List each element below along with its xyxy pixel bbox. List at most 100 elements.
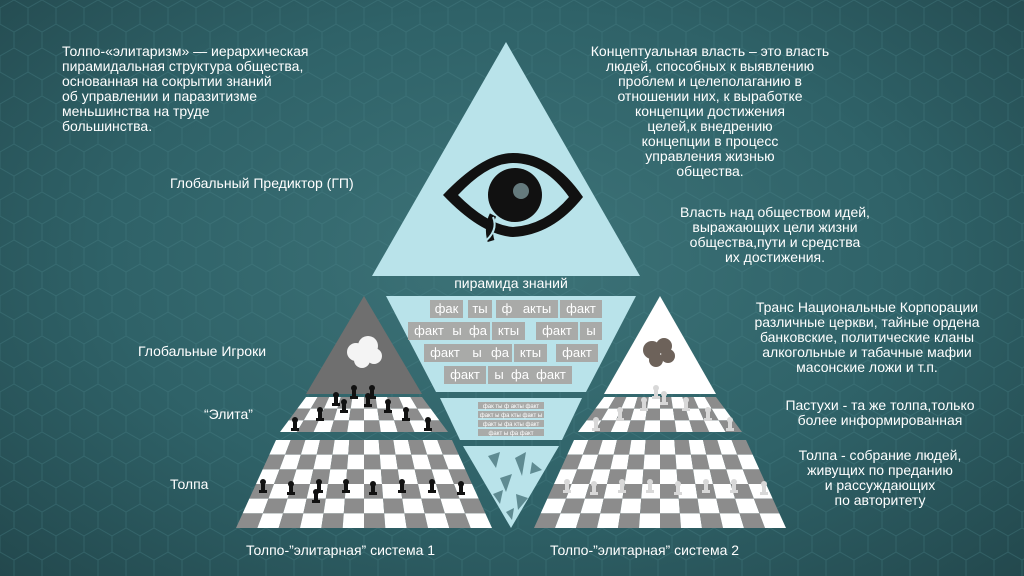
black-piece (291, 417, 299, 431)
knowledge-pyramid-label: пирамида знаний (454, 275, 568, 291)
black-piece (402, 407, 410, 421)
white-piece (704, 407, 712, 421)
fact-word: ы (488, 366, 510, 384)
fact-word: факт (556, 344, 598, 362)
white-pawn (760, 481, 768, 495)
svg-text:факт: факт (542, 323, 572, 338)
knowledge-pyramid-mid (440, 398, 582, 440)
svg-text:кты: кты (498, 323, 519, 338)
black-piece (424, 417, 432, 431)
fact-word: ы (446, 322, 468, 340)
svg-text:ы: ы (586, 323, 595, 338)
fact-word: факт (560, 300, 602, 318)
black-pawn (315, 479, 323, 493)
system1-label: Толпо-”элитарная” система 1 (246, 542, 436, 558)
black-piece (350, 385, 358, 399)
fact-word: ты (468, 300, 492, 318)
fact-word: факт (536, 322, 578, 340)
fact-word: факт (424, 344, 466, 362)
white-piece (616, 407, 624, 421)
svg-text:факт: факт (566, 301, 596, 316)
conceptual-power-text: Концептуальная власть – это власть людей… (590, 43, 830, 179)
black-pawn (312, 489, 320, 503)
svg-text:факт ы фа кты факт: факт ы фа кты факт (483, 422, 540, 428)
white-pawn (590, 481, 598, 495)
black-pawn (428, 479, 436, 493)
black-piece (332, 392, 340, 406)
svg-text:факт: факт (414, 323, 444, 338)
svg-text:факт ы фа кты факт ы: факт ы фа кты факт ы (480, 413, 542, 419)
cloud-icon (347, 336, 382, 368)
fact-word: фа (488, 344, 512, 362)
fact-word: фак (430, 300, 463, 318)
eye-icon (443, 153, 583, 244)
shards (488, 452, 542, 520)
black-pawn (259, 479, 267, 493)
svg-text:факт: факт (562, 345, 592, 360)
white-piece (640, 397, 648, 411)
svg-text:акты: акты (523, 301, 551, 316)
fact-small-row: факт ы фа факт (478, 429, 544, 437)
fact-word: ы (580, 322, 602, 340)
svg-text:фа: фа (491, 345, 510, 360)
shepherds-text: Пастухи - та же толпа,только более инфор… (785, 397, 975, 428)
svg-text:ы: ы (494, 367, 503, 382)
svg-text:факт: факт (536, 367, 566, 382)
ideas-power-text: Власть над обществом идей, выражающих це… (680, 204, 870, 265)
svg-text:фак: фак (435, 301, 459, 316)
rock-icon (643, 338, 675, 367)
black-piece (316, 407, 324, 421)
svg-text:ы: ы (472, 345, 481, 360)
tnc-text: Транс Национальные Корпорации различные … (754, 299, 980, 375)
right-crowd-board (534, 440, 786, 528)
svg-text:ы: ы (452, 323, 461, 338)
black-piece (340, 399, 348, 413)
fact-word: ы (466, 344, 488, 362)
white-pawn (730, 479, 738, 493)
black-pawn (398, 479, 406, 493)
totalitarianism-definition: Толпо-«элитаризм» — иерархическая пирами… (62, 43, 309, 134)
global-predictor-label: Глобальный Предиктор (ГП) (170, 175, 354, 191)
white-piece (652, 385, 660, 399)
svg-text:ты: ты (472, 301, 487, 316)
black-pawn (457, 481, 465, 495)
svg-text:факт ы фа факт: факт ы фа факт (488, 431, 533, 437)
fact-word: кты (492, 322, 525, 340)
left-elite-board (280, 397, 448, 432)
svg-text:фа: фа (511, 367, 530, 382)
fact-word: фа (466, 322, 490, 340)
black-pawn (342, 479, 350, 493)
elite-label: “Элита” (204, 406, 253, 422)
white-piece (592, 417, 600, 431)
svg-text:факт: факт (430, 345, 460, 360)
black-pawn (369, 481, 377, 495)
fact-word: акты (516, 300, 558, 318)
svg-text:кты: кты (520, 345, 541, 360)
white-piece (660, 391, 668, 405)
global-players-label: Глобальные Игроки (138, 343, 267, 359)
left-crowd-board (236, 440, 492, 528)
crowd-label: Толпа (170, 476, 209, 492)
crowd-definition: Толпа - собрание людей, живущих по преда… (798, 447, 962, 508)
fact-small-row: факт ы фа кты факт ы (478, 411, 544, 419)
svg-text:факт: факт (450, 367, 480, 382)
fact-word: фа (508, 366, 532, 384)
svg-text:ф: ф (502, 301, 513, 316)
white-pawn (702, 479, 710, 493)
fact-word: ф (496, 300, 518, 318)
white-pawn (674, 481, 682, 495)
white-piece (682, 397, 690, 411)
black-pawn (287, 481, 295, 495)
fact-word: кты (514, 344, 547, 362)
white-pawn (646, 479, 654, 493)
fact-word: факт (530, 366, 572, 384)
fact-word: факт (408, 322, 450, 340)
fact-word: факт (444, 366, 486, 384)
svg-text:фак ты ф акты факт: фак ты ф акты факт (483, 404, 540, 410)
svg-text:фа: фа (469, 323, 488, 338)
system2-label: Толпо-”элитарная” система 2 (550, 542, 740, 558)
white-pawn (563, 479, 571, 493)
fact-small-row: фак ты ф акты факт (478, 402, 544, 410)
